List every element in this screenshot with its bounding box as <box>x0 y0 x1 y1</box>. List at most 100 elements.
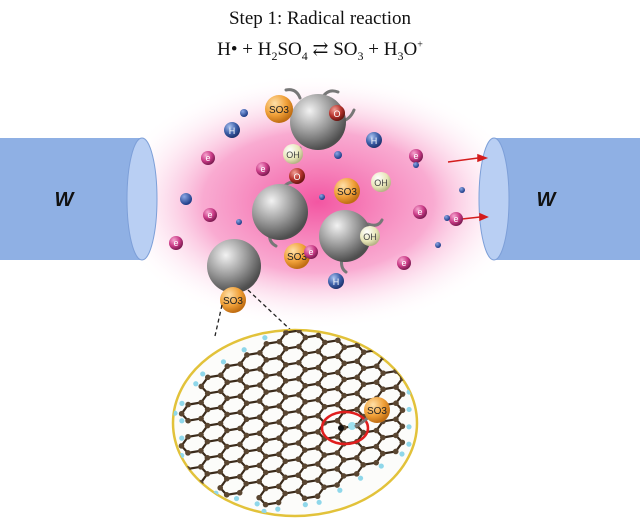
carbon-atom <box>263 340 270 347</box>
carbon-atom <box>321 452 328 458</box>
carbon-atom <box>334 385 341 392</box>
edge-hydrogen <box>220 359 227 365</box>
svg-text:e: e <box>401 258 406 268</box>
carbon-atom <box>276 354 283 361</box>
carbon-atom <box>282 426 289 432</box>
carbon-atom <box>204 471 211 477</box>
carbon-atom <box>302 415 308 421</box>
carbon-atom <box>275 467 282 474</box>
electron-particle: e <box>409 149 423 163</box>
carbon-atom <box>393 416 399 423</box>
carbon-atom <box>223 475 230 482</box>
left-electrode: W <box>0 137 158 261</box>
carbon-atom <box>204 422 211 429</box>
electron-particle: e <box>256 162 270 176</box>
carbon-atom <box>295 456 302 462</box>
carbon-atom <box>321 403 328 410</box>
carbon-atom <box>315 364 322 371</box>
carbon-atom <box>217 388 224 395</box>
carbon-atom <box>380 434 386 441</box>
edge-hydrogen <box>179 400 185 406</box>
large-sphere <box>319 210 371 262</box>
electron-particle: e <box>201 151 215 165</box>
carbon-atom <box>353 454 360 461</box>
carbon-atom <box>224 427 230 434</box>
carbon-atom <box>243 400 250 407</box>
right-electrode-label: W <box>537 189 558 211</box>
carbon-atom <box>295 375 302 382</box>
edge-hydrogen <box>179 435 185 441</box>
carbon-atom <box>243 432 250 439</box>
svg-text:H: H <box>229 126 236 136</box>
carbon-atom <box>185 450 191 456</box>
carbon-atom <box>282 458 289 465</box>
carbon-atom <box>237 361 244 367</box>
small-ion-dots <box>180 109 465 248</box>
carbon-atom <box>224 443 230 450</box>
carbon-atom <box>282 361 289 368</box>
carbon-atom <box>341 376 347 383</box>
carbon-atom <box>360 461 367 468</box>
carbon-atom <box>315 445 321 451</box>
svg-text:SO3: SO3 <box>223 296 243 307</box>
carbon-atom <box>282 378 289 384</box>
carbon-atom <box>373 427 380 434</box>
carbon-atom <box>399 407 406 414</box>
carbon-atom <box>302 431 308 437</box>
so3-particle: SO3 <box>334 178 360 204</box>
carbon-atom <box>315 380 321 387</box>
svg-text:OH: OH <box>363 232 377 242</box>
svg-text:e: e <box>260 164 265 174</box>
carbon-atom <box>256 494 262 501</box>
edge-hydrogen <box>337 487 343 493</box>
zoom-lines <box>214 289 297 337</box>
carbon-atom <box>256 430 263 437</box>
carbon-atom <box>185 401 191 408</box>
carbon-atom <box>340 473 347 479</box>
carbon-atom <box>321 484 327 490</box>
edge-hydrogen <box>254 501 260 507</box>
svg-text:O: O <box>333 109 340 119</box>
edge-hydrogen <box>399 451 405 457</box>
carbon-atom <box>340 457 347 463</box>
carbon-atom <box>243 416 250 423</box>
carbon-atom <box>282 410 289 416</box>
edge-hydrogen <box>406 441 412 447</box>
carbon-atom <box>295 408 302 414</box>
hydrogen-particle: H <box>224 122 240 138</box>
carbon-atom <box>399 423 406 430</box>
carbon-atom <box>223 492 230 498</box>
edge-hydrogen <box>178 487 185 493</box>
carbon-atom <box>276 338 283 345</box>
carbon-atom <box>224 411 230 418</box>
carbon-atom <box>301 479 308 486</box>
carbon-atom <box>237 393 243 400</box>
carbon-atom <box>334 450 341 456</box>
electron-particle: e <box>449 212 463 226</box>
carbon-atom <box>283 330 289 336</box>
carbon-atom <box>314 477 321 483</box>
svg-text:SO3: SO3 <box>269 105 289 116</box>
carbon-atom <box>373 363 380 369</box>
carbon-atom <box>321 355 328 362</box>
carbon-atom <box>178 410 185 417</box>
carbon-atom <box>334 353 341 360</box>
electron-particle: e <box>169 236 183 250</box>
carbon-atom <box>236 489 243 496</box>
carbon-atom <box>243 448 250 455</box>
carbon-atom <box>392 448 399 455</box>
carbon-atom <box>237 377 244 383</box>
carbon-atom <box>282 474 289 481</box>
carbon-atom <box>315 396 321 403</box>
magnifier-lens <box>171 328 419 518</box>
carbon-atom <box>302 366 309 373</box>
carbon-atom <box>198 399 204 406</box>
carbon-atom <box>217 404 224 411</box>
carbon-atom <box>302 334 309 341</box>
carbon-atom <box>360 429 367 436</box>
carbon-atom <box>360 365 367 372</box>
edge-hydrogen <box>316 499 322 505</box>
carbon-atom <box>393 384 399 390</box>
carbon-atom <box>354 406 360 413</box>
carbon-bond <box>187 481 201 487</box>
